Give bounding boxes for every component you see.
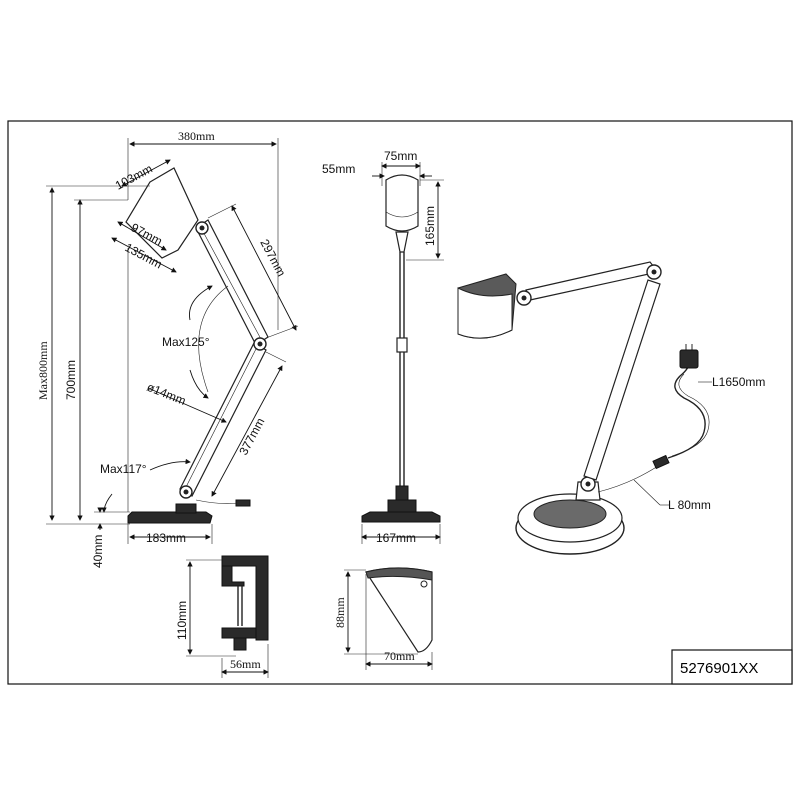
dim-14-label: ø14mm <box>145 380 188 408</box>
dim-front-55-label: 55mm <box>322 162 355 176</box>
dim-cable-1650-label: L1650mm <box>712 375 765 389</box>
dim-max125-label: Max125° <box>162 335 210 349</box>
shade-body <box>365 567 433 653</box>
dim-shade-70-label: 70mm <box>384 649 415 663</box>
perspective-upper-arm <box>525 261 660 301</box>
perspective-cable <box>667 359 706 459</box>
product-code: 5276901XX <box>680 660 758 677</box>
clamp-detail: 110mm 56mm <box>175 555 269 678</box>
plug <box>679 349 699 369</box>
dim-clamp-110-label: 110mm <box>175 601 189 640</box>
product-code-box: 5276901XX <box>671 649 793 685</box>
perspective-view: L1650mm L 80mm <box>457 261 765 555</box>
dim-cable-80-label: L 80mm <box>668 498 711 512</box>
dim-40-label: 40mm <box>91 535 105 568</box>
drawing-frame <box>7 120 793 685</box>
front-view: 75mm 55mm 165mm 167mm <box>322 149 444 545</box>
front-view-shade <box>385 174 419 232</box>
dim-max117-label: Max117° <box>100 462 147 476</box>
dim-front-167-label: 167mm <box>376 531 416 545</box>
dim-183-label: 183mm <box>146 531 186 545</box>
side-view-base <box>127 511 213 524</box>
dim-shade-88-label: 88mm <box>333 597 347 628</box>
dim-377-label: 377mm <box>236 416 267 458</box>
dim-clamp-56-label: 56mm <box>230 657 261 671</box>
front-view-base <box>361 511 441 523</box>
perspective-lower-arm <box>583 279 661 481</box>
shade-detail: 88mm 70mm <box>333 567 433 670</box>
dim-max800-label: Max800mm <box>36 341 50 400</box>
dim-front-75-label: 75mm <box>384 149 417 163</box>
dim-700-label: 700mm <box>64 360 78 400</box>
dim-380-label: 380mm <box>178 129 215 143</box>
dim-front-165-label: 165mm <box>423 206 437 246</box>
dim-297-label: 297mm <box>257 237 288 279</box>
side-view: 380mm Max800mm 700mm 103mm 97mm 135mm 29… <box>36 129 299 568</box>
